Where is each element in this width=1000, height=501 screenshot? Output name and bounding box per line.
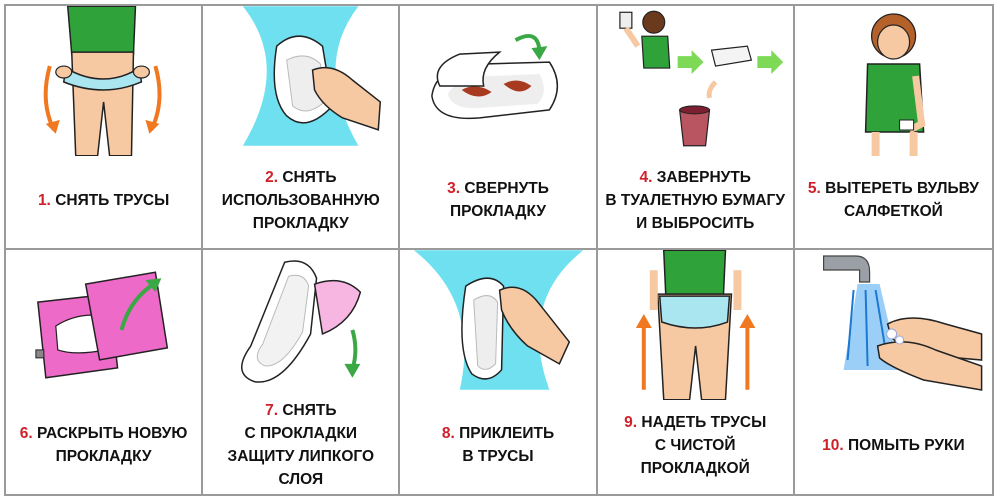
step-card-4: 4. ЗАВЕРНУТЬ В ТУАЛЕТНУЮ БУМАГУ И ВЫБРОС…: [597, 6, 795, 250]
step-caption-9: 9. НАДЕТЬ ТРУСЫ С ЧИСТОЙ ПРОКЛАДКОЙ: [624, 413, 767, 477]
step-card-2: 2. СНЯТЬ ИСПОЛЬЗОВАННУЮ ПРОКЛАДКУ: [203, 6, 401, 250]
step-caption-1: 1. СНЯТЬ ТРУСЫ: [37, 191, 170, 209]
step-caption-2: 2. СНЯТЬ ИСПОЛЬЗОВАННУЮ ПРОКЛАДКУ: [221, 168, 380, 232]
step-card-7: 7. СНЯТЬ С ПРОКЛАДКИ ЗАЩИТУ ЛИПКОГО СЛОЯ: [203, 250, 401, 494]
wash-hands-icon: [822, 255, 983, 391]
wrap-and-discard-icon: [618, 10, 783, 147]
step-caption-3: 3. СВЕРНУТЬ ПРОКЛАДКУ: [447, 180, 549, 220]
wipe-icon: [864, 13, 926, 156]
put-on-panties-icon: [635, 250, 755, 400]
step-caption-6: 6. РАСКРЫТЬ НОВУЮ ПРОКЛАДКУ: [19, 425, 188, 465]
step-card-3: 3. СВЕРНУТЬ ПРОКЛАДКУ: [400, 6, 598, 250]
step-card-8: 8. ПРИКЛЕИТЬ В ТРУСЫ: [400, 250, 598, 494]
step-caption-5: 5. ВЫТЕРЕТЬ ВУЛЬВУ САЛФЕТКОЙ: [807, 180, 979, 220]
peel-backing-icon: [241, 260, 362, 383]
step-caption-8: 8. ПРИКЛЕИТЬ В ТРУСЫ: [441, 425, 555, 465]
roll-pad-icon: [431, 33, 559, 120]
remove-panties-icon: [43, 6, 162, 156]
remove-used-pad-icon: [243, 6, 382, 146]
open-new-pad-icon: [35, 271, 169, 379]
step-caption-10: 10. ПОМЫТЬ РУКИ: [822, 436, 965, 454]
step-card-9: 9. НАДЕТЬ ТРУСЫ С ЧИСТОЙ ПРОКЛАДКОЙ: [598, 250, 795, 494]
step-card-6: 6. РАСКРЫТЬ НОВУЮ ПРОКЛАДКУ: [6, 250, 204, 494]
stick-pad-icon: [414, 250, 584, 390]
steps-grid: 1. СНЯТЬ ТРУСЫ 2. СНЯТЬ ИСПОЛЬЗОВАННУЮ П…: [4, 4, 994, 496]
step-caption-7: 7. СНЯТЬ С ПРОКЛАДКИ ЗАЩИТУ ЛИПКОГО СЛОЯ: [227, 402, 375, 488]
step-card-5: 5. ВЫТЕРЕТЬ ВУЛЬВУ САЛФЕТКОЙ: [794, 6, 992, 250]
step-card-1: 1. СНЯТЬ ТРУСЫ: [6, 6, 204, 250]
step-caption-4: 4. ЗАВЕРНУТЬ В ТУАЛЕТНУЮ БУМАГУ И ВЫБРОС…: [605, 168, 785, 232]
step-card-10: 10. ПОМЫТЬ РУКИ: [795, 250, 992, 494]
